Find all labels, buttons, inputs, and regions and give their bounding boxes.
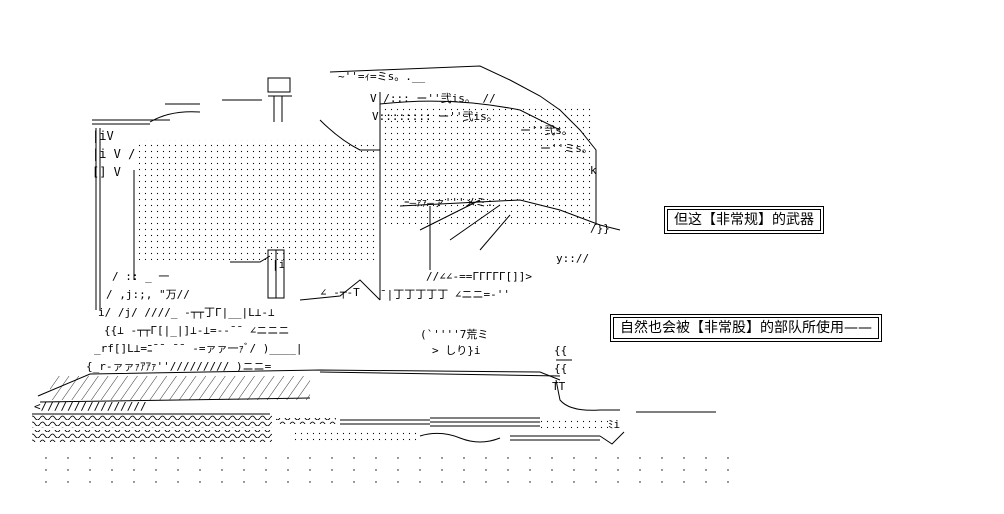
svg-text:(`''''7荒ミ: (`''''7荒ミ: [420, 328, 488, 341]
svg-text:_rf[]L⊥=ﾆ¯¯ ¯¯ -=ァァ一ｧﾞ/ )____|: _rf[]L⊥=ﾆ¯¯ ¯¯ -=ァァ一ｧﾞ/ )____|: [94, 342, 302, 355]
svg-text:[] V: [] V: [92, 165, 121, 179]
svg-text://∠∠-==ΓΓΓΓΓ[]]>: //∠∠-==ΓΓΓΓΓ[]]>: [426, 270, 532, 283]
caption-box-unconventional-weapon: 但这【非常规】的武器: [664, 206, 824, 234]
svg-text:|i: |i: [272, 258, 285, 271]
svg-text:V /::: ー''弐is。 //: V /::: ー''弐is。 //: [370, 92, 496, 105]
svg-text:ｰ―ｧｧ―ァ'''メミ:: ｰ―ｧｧ―ァ'''メミ:: [404, 196, 493, 209]
svg-text:{{: {{: [554, 344, 567, 357]
svg-text:/}}: /}}: [590, 222, 610, 235]
svg-text:{_r-ァァｧｱｱｧ''///////// )ニニ=: {_r-ァァｧｱｱｧ''///////// )ニニ=: [86, 360, 272, 373]
turret-body: ~''=ｨ=ミs。.__ V /::: ー''弐is。 // V::::::::…: [138, 65, 597, 300]
caption-box-unit-usage: 自然也会被【非常股】的部队所使用——: [610, 314, 882, 342]
svg-text:V:::::::: ー''弐is。: V:::::::: ー''弐is。: [372, 110, 498, 123]
caption-text: 自然也会被【非常股】的部队所使用——: [620, 320, 872, 336]
svg-text:|i V /: |i V /: [92, 147, 135, 161]
svg-text:/ ,j:;, "万//: / ,j:;, "万//: [106, 288, 190, 301]
track-links: ﾐi: [32, 413, 625, 445]
track-fender: {{ {{ TT <////////////////: [34, 344, 716, 413]
svg-text:ー''弐s。: ー''弐s。: [520, 124, 573, 137]
svg-text:¯|丁丁丁丁丁 ∠ニニ=‐'': ¯|丁丁丁丁丁 ∠ニニ=‐'': [380, 288, 510, 301]
svg-text:> しり}i: > しり}i: [432, 344, 481, 357]
svg-text:∠ ‐┬‐T: ∠ ‐┬‐T: [320, 286, 360, 299]
svg-text:{{⊥ -┬┬Γ[|_|]⊥-⊥=‐‐¯¯ ∠ニニニ: {{⊥ -┬┬Γ[|_|]⊥-⊥=‐‐¯¯ ∠ニニニ: [104, 324, 289, 337]
svg-text:ﾐi: ﾐi: [608, 418, 620, 431]
hull-left-wall: |iV |i V / [] V: [92, 128, 135, 310]
svg-text:ー''ミs。: ー''ミs。: [540, 142, 593, 155]
svg-text:TT: TT: [552, 380, 566, 393]
gun-mantlet: ｰ―ｧｧ―ァ'''メミ: /}} y::// //∠∠-==ΓΓΓΓΓ[]]>: [399, 196, 621, 283]
svg-text:/ :: _ 一: / :: _ 一: [112, 270, 169, 283]
hull-top-edge: [92, 99, 262, 125]
hull-side-details: / :: _ 一 / ,j:;, "万// i/ /j/ ////_ -┬┬丁Γ…: [86, 249, 510, 373]
svg-text:|iV: |iV: [92, 129, 114, 143]
svg-text:y:://: y:://: [556, 252, 589, 265]
svg-text:~''=ｨ=ミs。.__: ~''=ｨ=ミs。.__: [338, 70, 425, 83]
svg-text:i/ /j/ ////_ -┬┬丁Γ|__|L⊥-⊥: i/ /j/ ////_ -┬┬丁Γ|__|L⊥-⊥: [98, 306, 275, 319]
svg-text:<////////////////: <////////////////: [34, 400, 147, 413]
svg-text:{{: {{: [554, 362, 567, 375]
turret-hatch: [267, 77, 292, 122]
svg-text:k: k: [590, 164, 597, 177]
ground-dots: [30, 448, 730, 488]
caption-text: 但这【非常规】的武器: [674, 212, 814, 228]
